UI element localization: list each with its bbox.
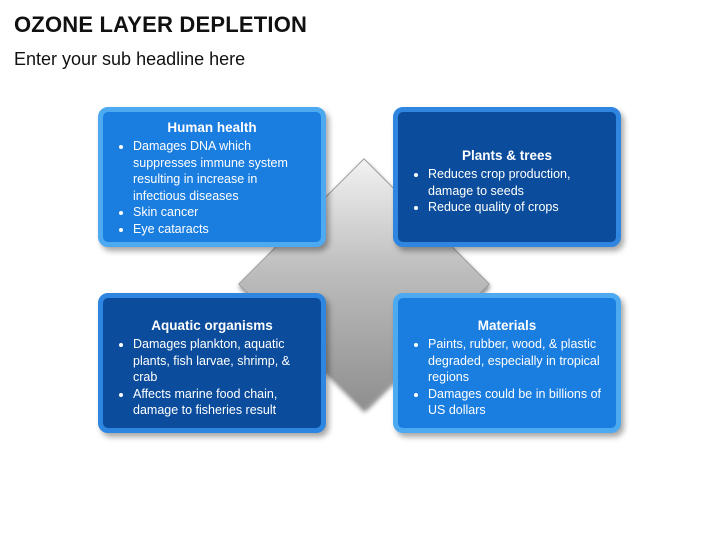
slide-title: OZONE LAYER DEPLETION [14,12,308,37]
bullet-item: Skin cancer [133,204,309,221]
bullet-list: Damages DNA which suppresses immune syst… [115,138,309,237]
bullet-item: Eye cataracts [133,221,309,238]
bullet-list: Reduces crop production, damage to seeds… [410,166,604,216]
card-title: Plants & trees [461,148,553,163]
card-plants-trees: Plants & trees Reduces crop production, … [393,107,621,247]
card-materials: Materials Paints, rubber, wood, & plasti… [393,293,621,433]
bullet-item: Damages plankton, aquatic plants, fish l… [133,336,309,386]
card-title: Materials [477,318,537,333]
card-human-health: Human health Damages DNA which suppresse… [98,107,326,247]
bullet-item: Affects marine food chain, damage to fis… [133,386,309,419]
card-aquatic-organisms: Aquatic organisms Damages plankton, aqua… [98,293,326,433]
slide-subtitle: Enter your sub headline here [14,49,246,69]
bullet-item: Reduce quality of crops [428,199,604,216]
bullet-list: Damages plankton, aquatic plants, fish l… [115,336,309,419]
bullet-list: Paints, rubber, wood, & plastic degraded… [410,336,604,419]
card-title: Human health [167,120,257,135]
bullet-item: Reduces crop production, damage to seeds [428,166,604,199]
bullet-item: Paints, rubber, wood, & plastic degraded… [428,336,604,386]
bullet-item: Damages DNA which suppresses immune syst… [133,138,309,204]
card-title: Aquatic organisms [151,318,273,333]
bullet-item: Damages could be in billions of US dolla… [428,386,604,419]
